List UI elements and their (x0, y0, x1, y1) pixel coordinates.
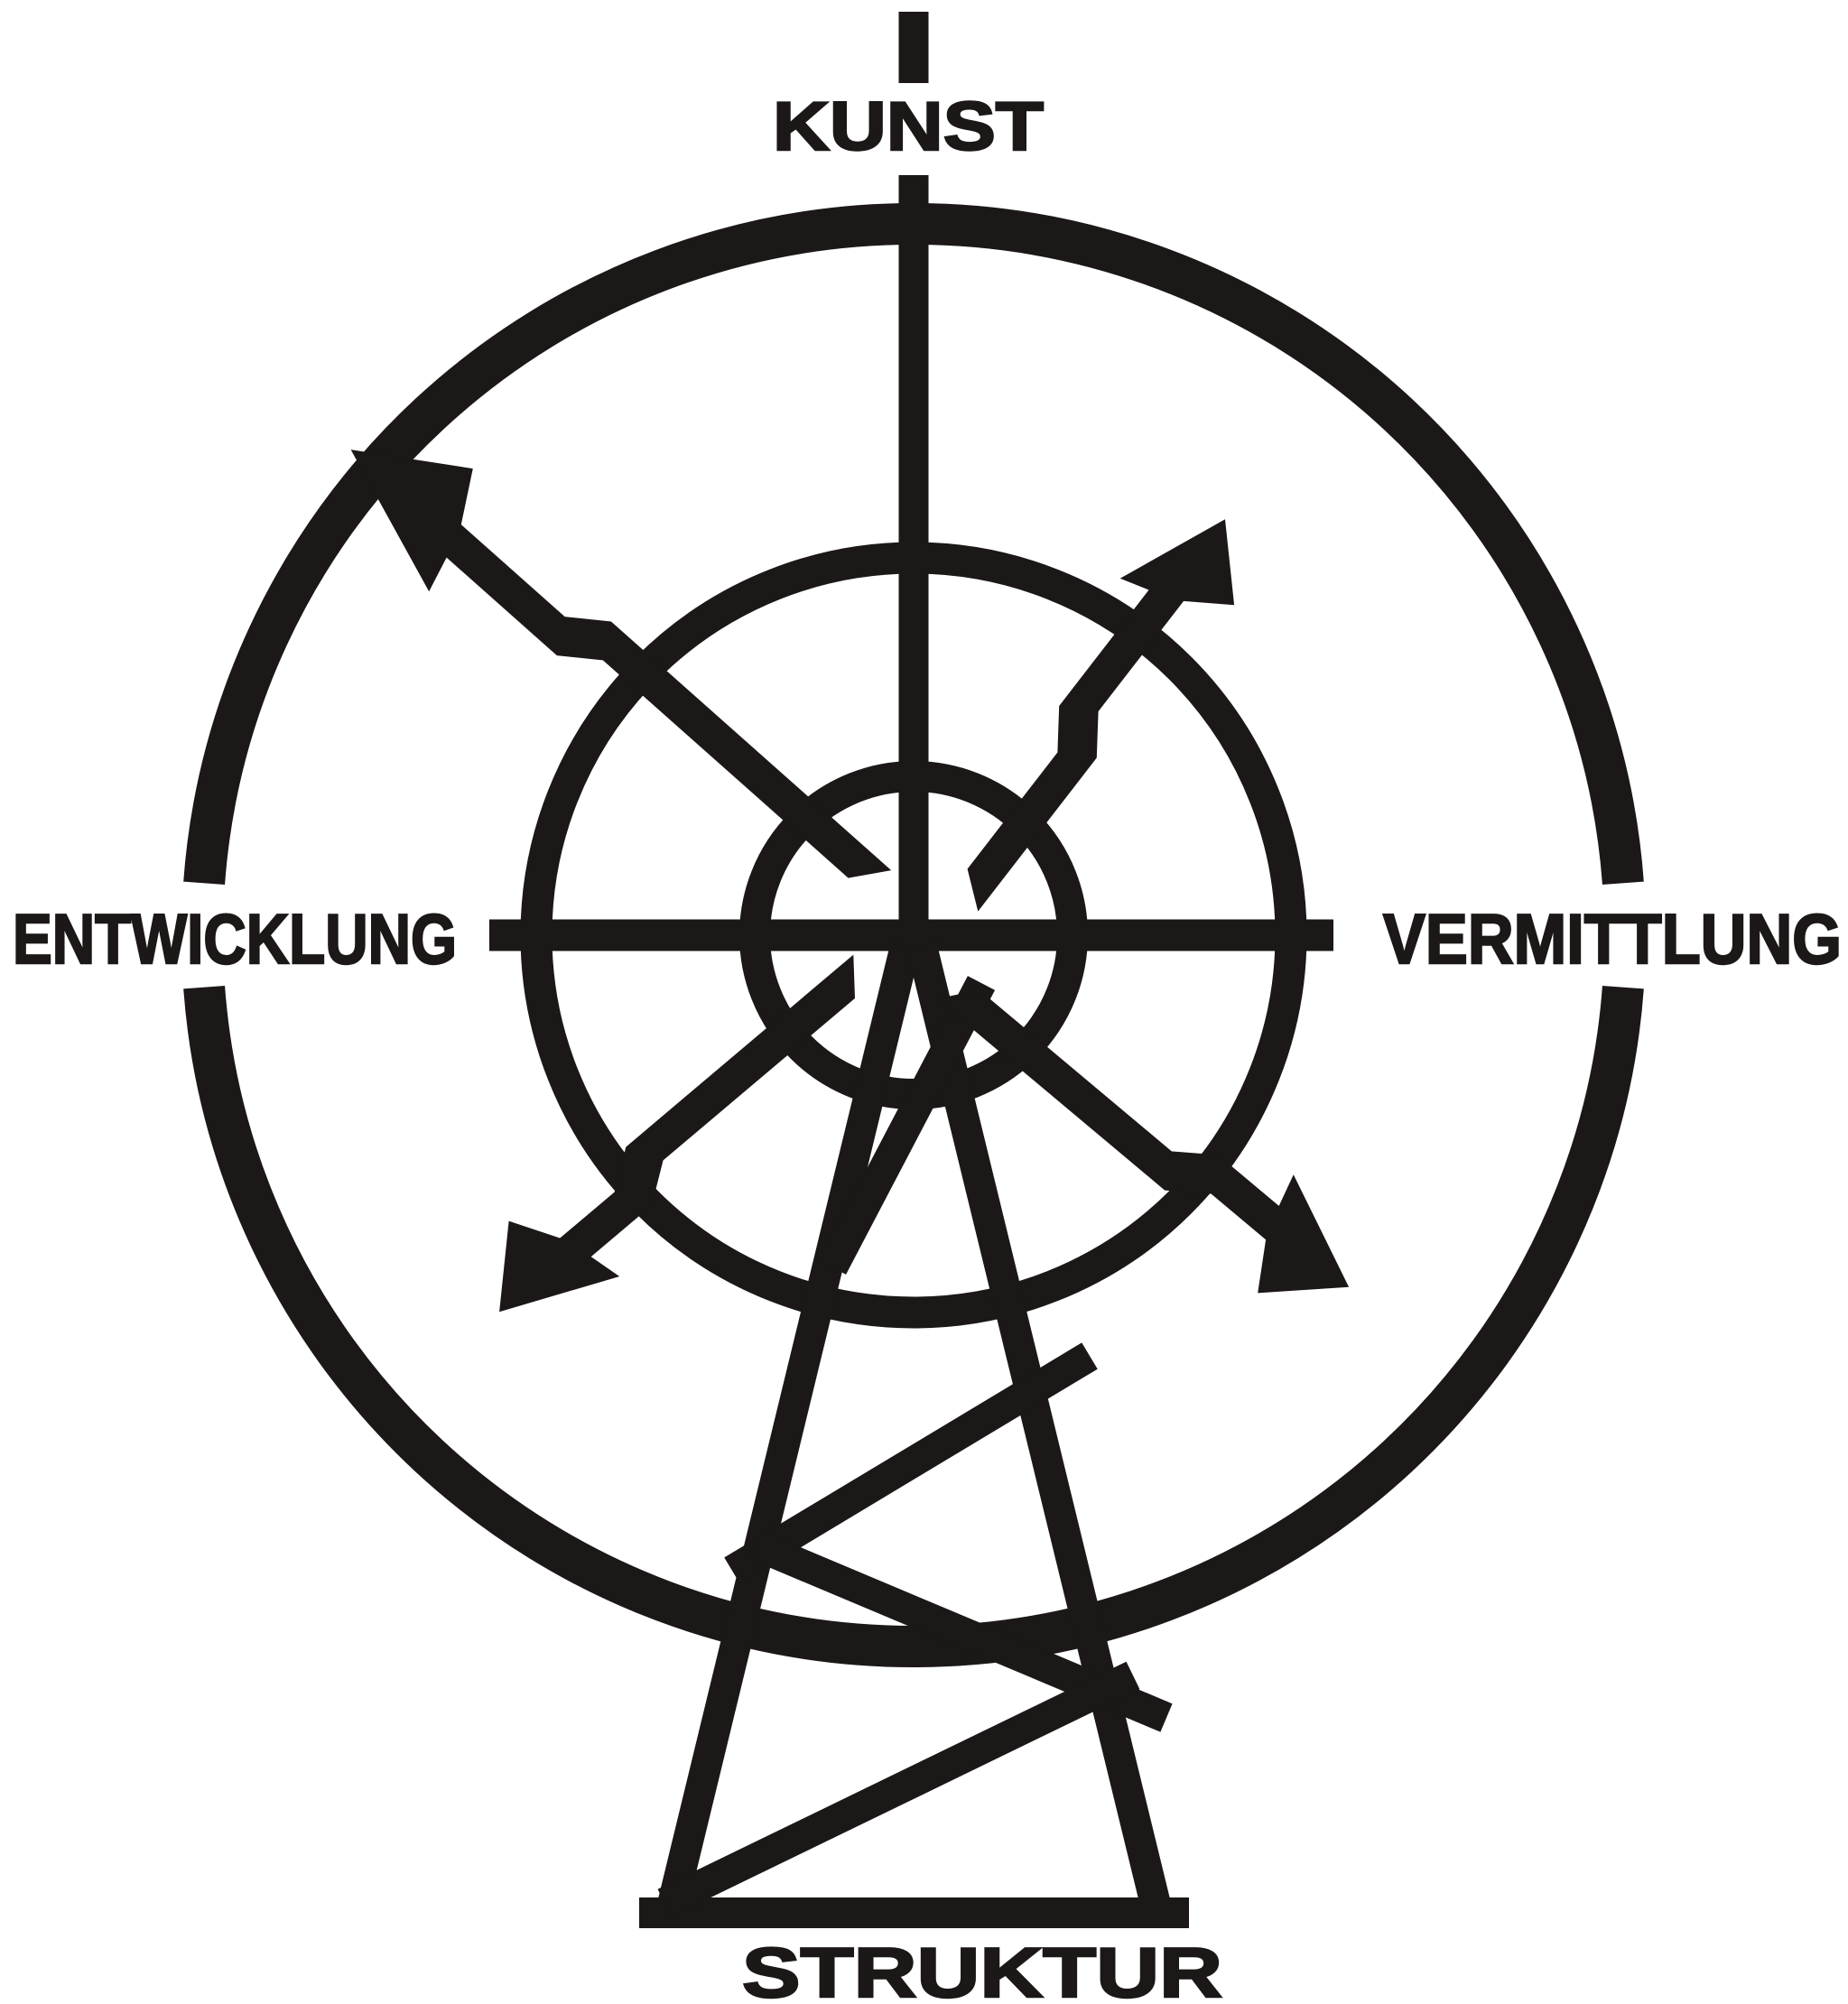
crosshair-axes (489, 12, 1333, 951)
bolt-ne (967, 519, 1235, 912)
tower-left-leg (655, 942, 921, 1920)
lightning-arrow-icons (350, 450, 1350, 1313)
label-entwicklung: ENTWICKLUNG (13, 899, 457, 979)
radio-tower-icon (639, 942, 1189, 1928)
label-vermittlung: VERMITTLUNG (1383, 899, 1842, 979)
tower-strut-upper (818, 976, 996, 1275)
outer-circle-arc-bottom (183, 985, 1644, 1667)
bolt-se (936, 989, 1350, 1294)
tower-strut-mid (724, 1342, 1098, 1584)
label-struktur: STRUKTUR (742, 1933, 1222, 2004)
tower-right-leg (906, 942, 1174, 1920)
label-kunst: KUNST (773, 88, 1044, 165)
bolt-sw (499, 954, 855, 1313)
tower-strut-bottom (657, 1661, 1140, 1917)
bolt-nw (350, 450, 892, 878)
